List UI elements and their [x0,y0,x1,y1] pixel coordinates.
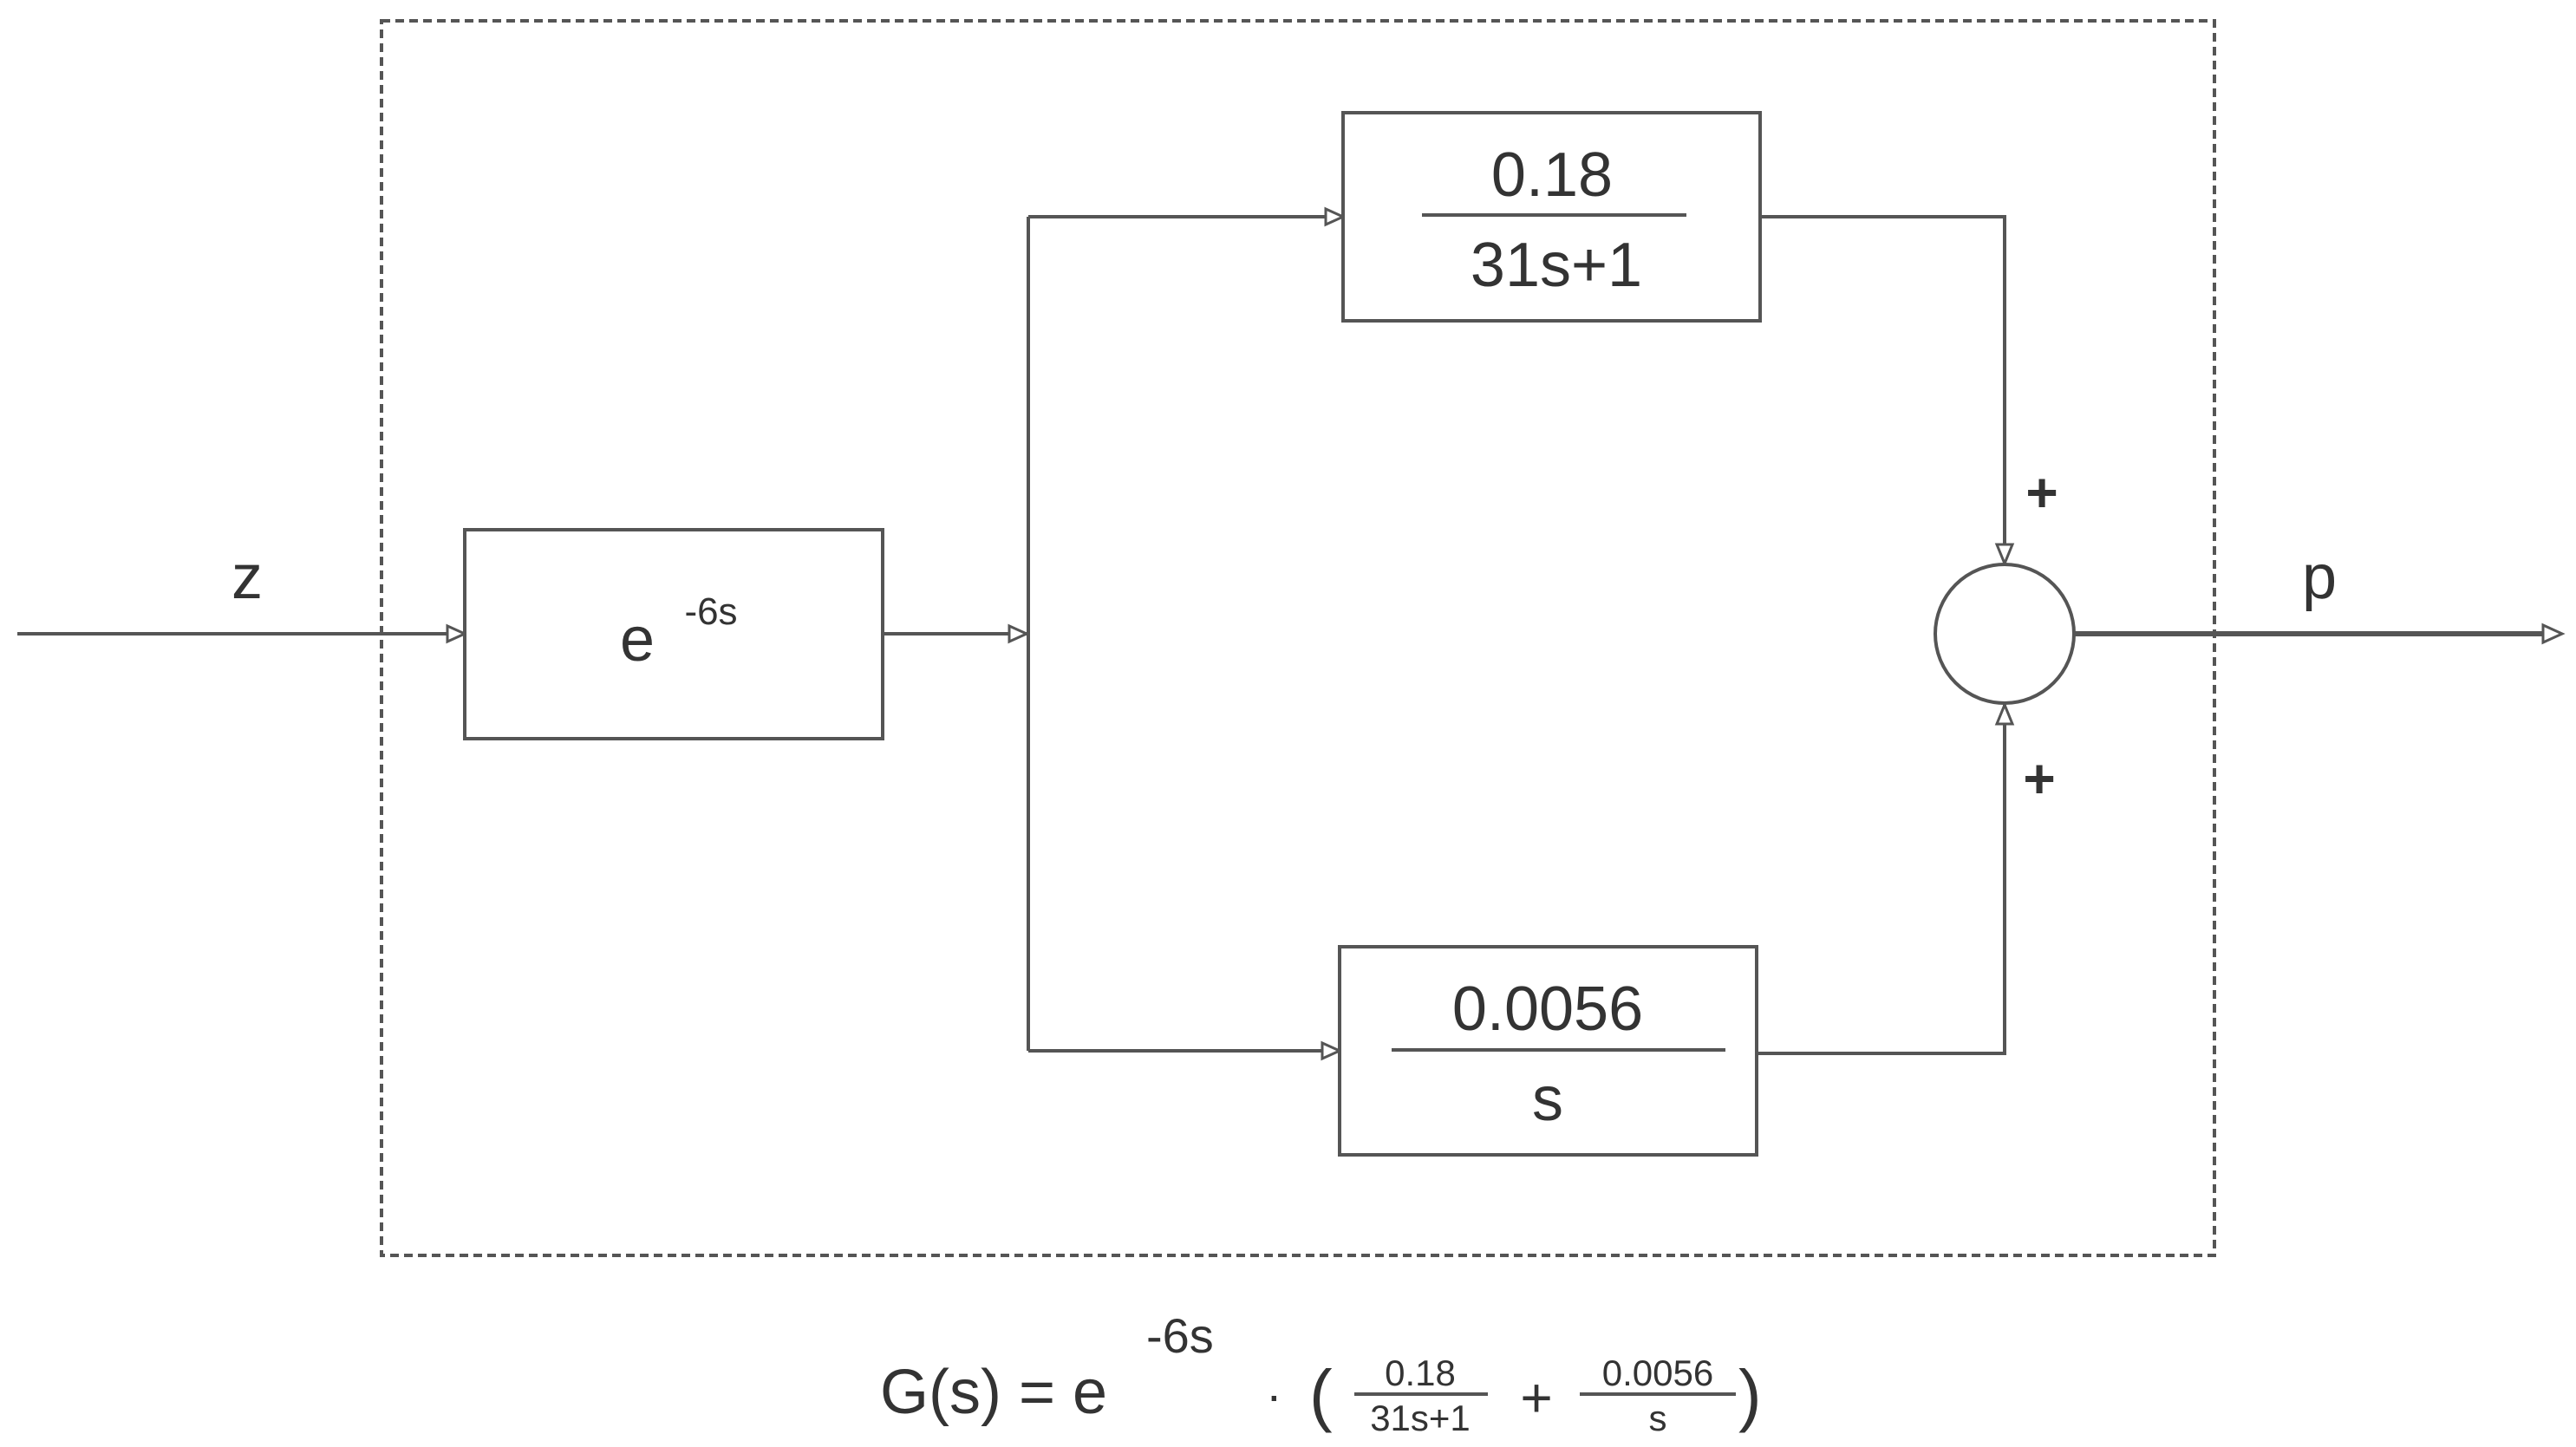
lower-output-line [1757,705,2006,1055]
transfer-function-equation: G(s) = e -6s · ( 0.18 31s+1 + 0.0056 s ) [880,1308,1762,1438]
equation-term1-denominator: 31s+1 [1370,1398,1471,1438]
lower-input-arrow [1321,1040,1343,1061]
top-sign: + [2025,461,2058,524]
equation-dot: · [1266,1367,1282,1422]
equation-exponent: -6s [1146,1308,1214,1363]
output-label: p [2302,543,2337,612]
system-boundary [380,19,2216,1257]
equation-term2-denominator: s [1649,1398,1667,1438]
upper-input-arrow [1324,206,1347,227]
branch-arrow [1008,623,1030,644]
output-arrow [2541,622,2566,645]
delay-block [463,528,884,740]
input-label: z [232,543,263,612]
upper-sum-arrow [1994,543,2015,567]
equation-close-paren: ) [1738,1356,1762,1433]
bottom-sign: + [2023,747,2055,810]
equation-open-paren: ( [1309,1356,1333,1433]
upper-output-line [1760,215,2006,564]
equation-plus: + [1520,1366,1552,1429]
upper-denominator: 31s+1 [1471,231,1642,300]
equation-term1-numerator: 0.18 [1385,1352,1456,1393]
summing-junction [1934,563,2076,705]
equation-term2-numerator: 0.0056 [1602,1352,1713,1393]
upper-numerator: 0.18 [1491,140,1613,210]
delay-exponent: -6s [684,590,737,633]
lower-denominator: s [1532,1065,1563,1134]
delay-base: e [620,605,655,675]
input-arrow [446,623,468,644]
lower-numerator: 0.0056 [1452,974,1643,1044]
equation-lhs: G(s) = e [880,1358,1107,1427]
lower-sum-arrow [1994,701,2015,726]
